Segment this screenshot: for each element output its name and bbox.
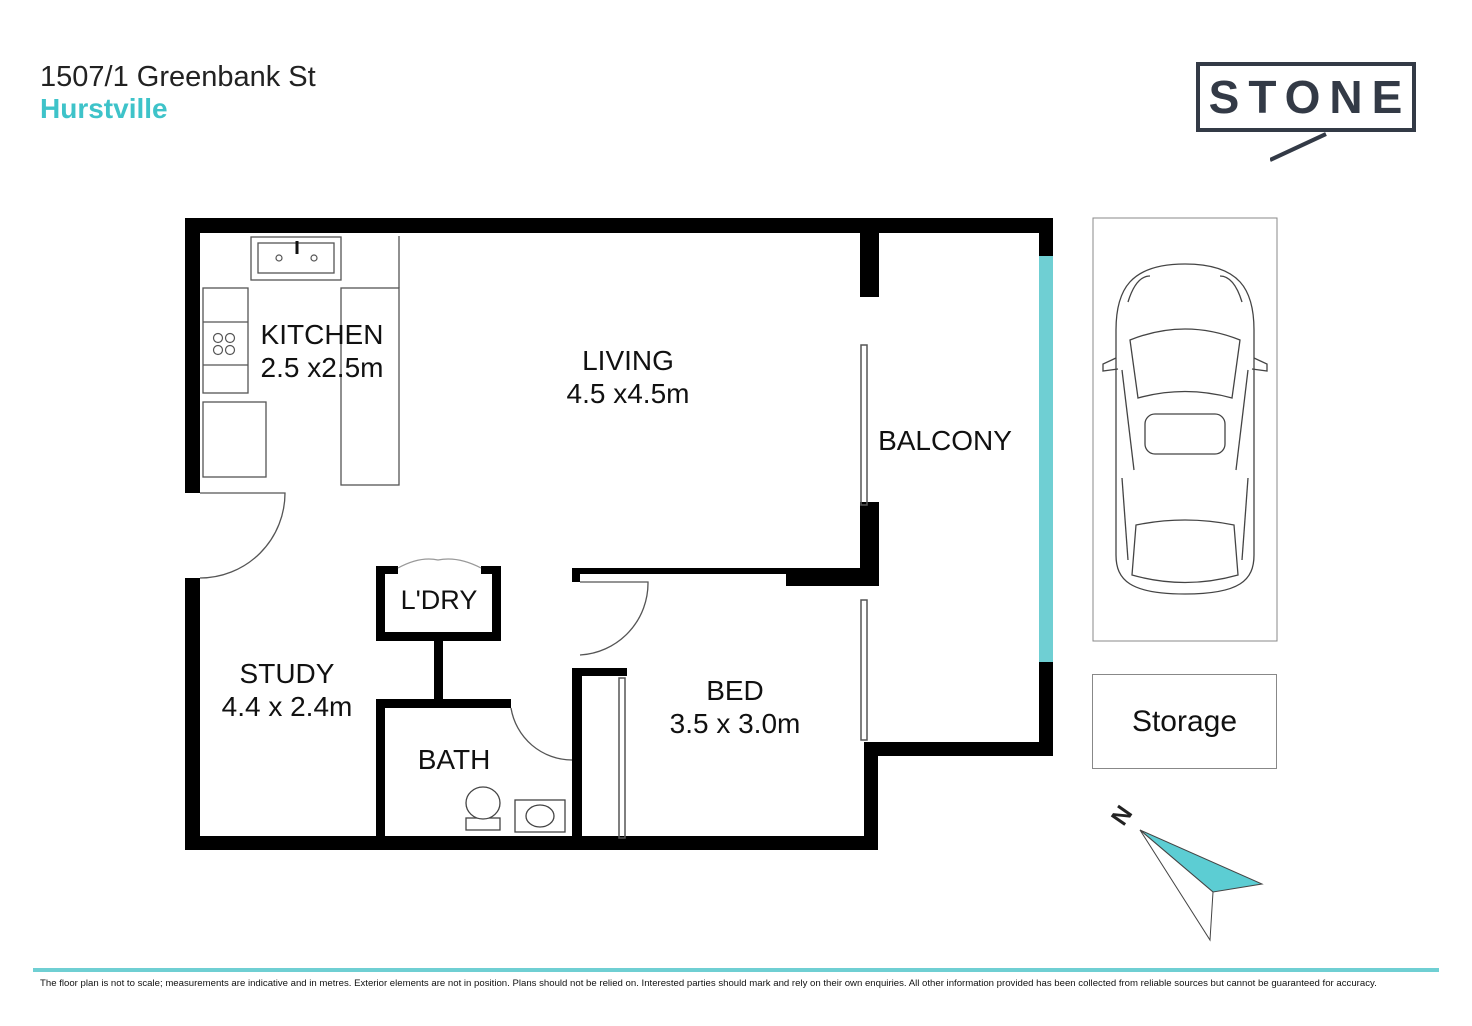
bath-door-swing [510,707,573,761]
cooktop-icon [212,332,236,356]
outer-walls [185,218,1053,850]
compass-icon [1139,829,1264,942]
vanity-basin-icon [514,799,566,833]
sink-icon [275,241,318,262]
laundry-walls [376,566,501,701]
footer-rule [33,968,1439,972]
room-living: LIVING 4.5 x4.5m [528,344,728,410]
room-name: L'DRY [400,585,478,615]
room-laundry: L'DRY [386,584,492,617]
room-size: 3.5 x 3.0m [669,708,801,739]
car-space [1092,217,1278,642]
room-name: STUDY [239,658,335,689]
property-suburb: Hurstville [40,93,168,124]
entry-door-swing [199,492,286,579]
car-icon [1102,263,1268,595]
wardrobe-doors [618,677,626,839]
storage-area: Storage [1092,674,1277,769]
room-size: 2.5 x2.5m [260,352,384,383]
logo-text: STONE [1208,71,1412,123]
balcony-partition [786,233,879,586]
room-name: BATH [417,744,491,775]
toilet-icon [465,786,501,831]
room-study: STUDY 4.4 x 2.4m [202,657,372,723]
kitchen-joinery [202,236,400,486]
room-bed: BED 3.5 x 3.0m [644,674,826,740]
room-size: 4.5 x4.5m [566,378,690,409]
storage-label: Storage [1131,704,1238,738]
bed-walls [572,568,792,838]
room-balcony: BALCONY [870,424,1020,457]
logo-tail-icon [1270,132,1327,162]
room-name: KITCHEN [260,319,384,350]
room-name: BALCONY [878,425,1012,456]
bath-walls [376,699,511,839]
balcony-glass [1039,256,1053,662]
disclaimer-text: The floor plan is not to scale; measurem… [40,978,1377,989]
stone-logo: STONE [1196,62,1416,132]
room-name: LIVING [582,345,674,376]
room-size: 4.4 x 2.4m [221,691,353,722]
sliding-doors [860,344,868,741]
property-address: 1507/1 Greenbank St [40,61,316,93]
room-kitchen: KITCHEN 2.5 x2.5m [242,318,402,384]
laundry-doors [397,558,482,569]
room-bath: BATH [394,743,514,776]
bed-door-swing [579,581,649,656]
room-name: BED [706,675,764,706]
